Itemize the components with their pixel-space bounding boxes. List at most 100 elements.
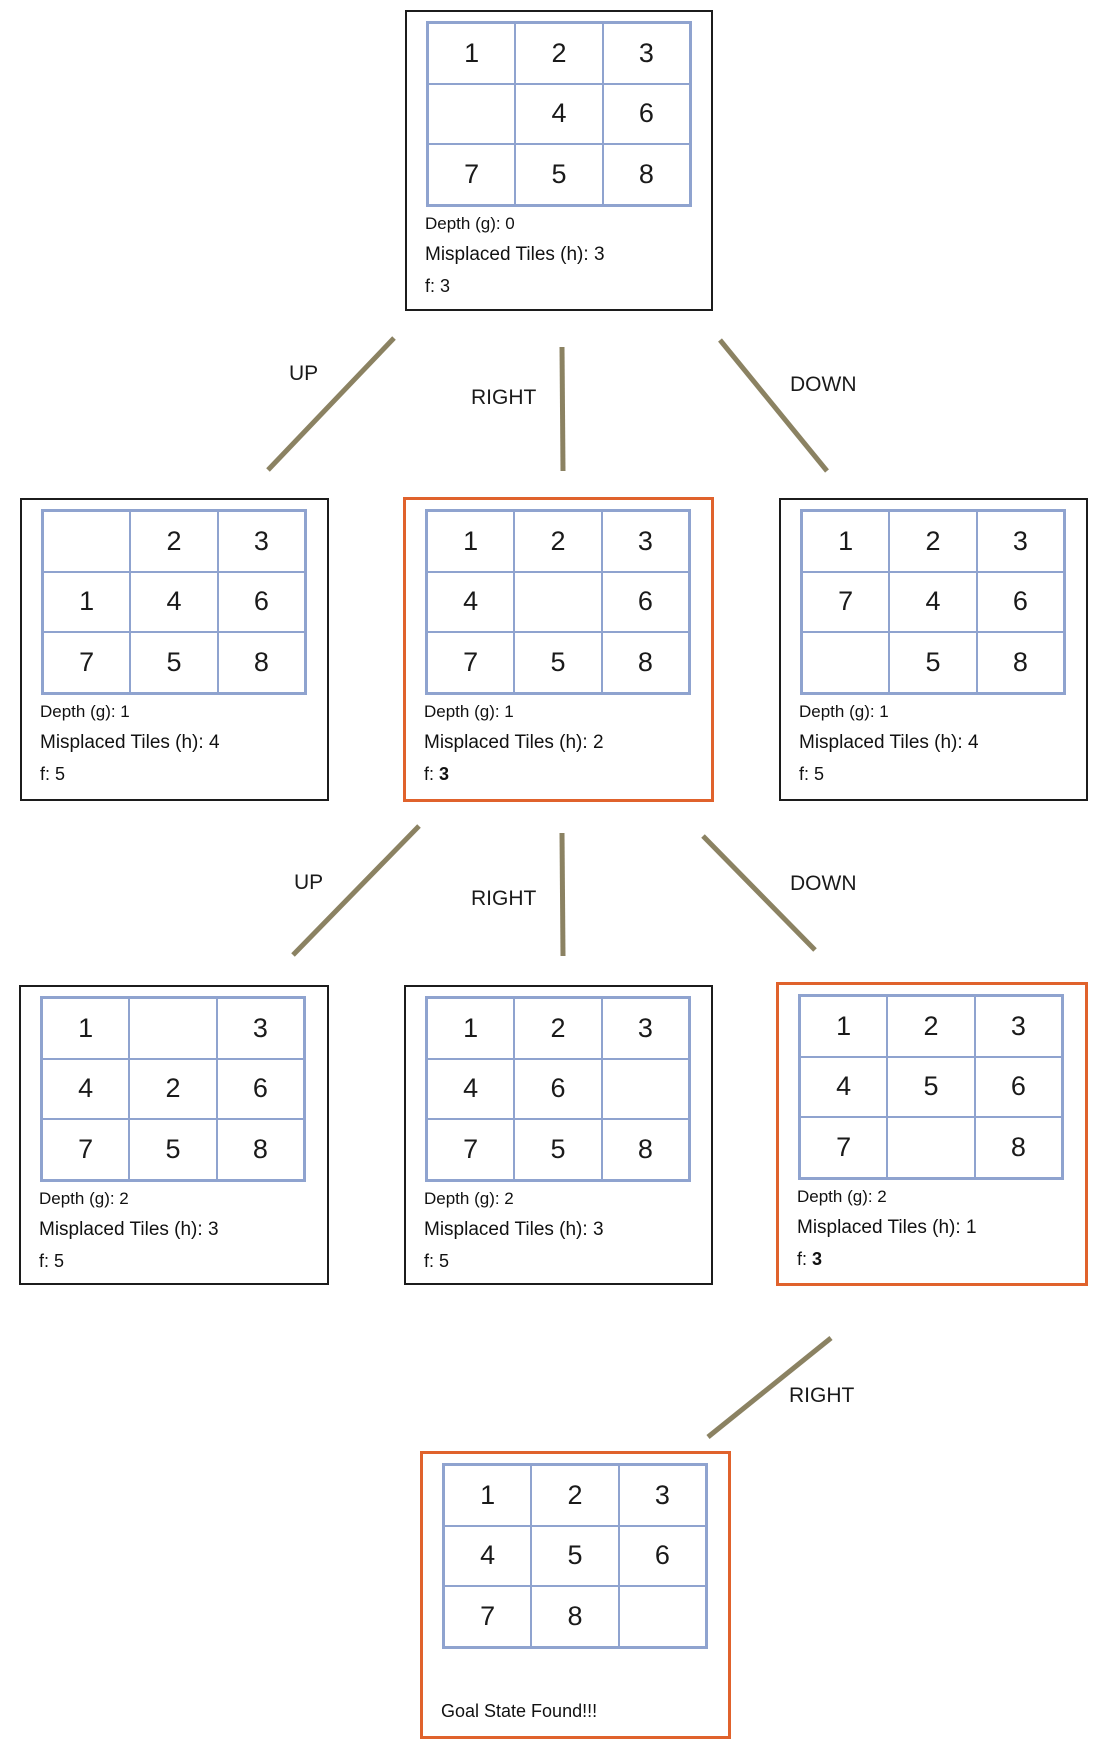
f-score-value: 3	[440, 276, 451, 296]
tile: 8	[601, 1119, 689, 1180]
tile: 7	[43, 632, 131, 693]
tile: 1	[427, 511, 515, 572]
tile: 4	[130, 571, 218, 633]
tile: 1	[800, 996, 888, 1057]
misplaced-tiles-label: Misplaced Tiles (h): 3	[425, 244, 605, 265]
f-score-prefix: f:	[425, 276, 441, 296]
f-score-value: 5	[54, 1251, 65, 1271]
tile: 5	[514, 1119, 602, 1180]
f-score: f: 3	[797, 1249, 1079, 1269]
tile: 6	[601, 571, 689, 633]
tile: 1	[444, 1465, 532, 1526]
move-label-up: UP	[294, 871, 324, 894]
tile: 8	[216, 1119, 304, 1180]
tile: 2	[130, 511, 218, 572]
tile: 2	[531, 1465, 619, 1526]
f-score-value: 5	[814, 764, 825, 784]
f-score: f: 5	[39, 1251, 321, 1271]
tile: 6	[618, 1525, 706, 1587]
tile: 4	[427, 571, 515, 633]
depth-label: Depth (g): 1	[40, 702, 130, 721]
tile: 3	[601, 511, 689, 572]
tile: 2	[515, 23, 603, 84]
tile: 3	[976, 511, 1064, 572]
node-info: Depth (g): 0 Misplaced Tiles (h): 3 f: 3	[425, 212, 705, 296]
blank-tile	[514, 571, 602, 633]
tile: 6	[514, 1058, 602, 1120]
depth-label: Depth (g): 2	[39, 1189, 129, 1208]
tile: 3	[601, 998, 689, 1059]
f-score-prefix: f:	[424, 1251, 440, 1271]
tile: 4	[427, 1058, 515, 1120]
tile: 1	[428, 23, 516, 84]
f-score-value: 3	[812, 1249, 823, 1269]
tile: 5	[129, 1119, 217, 1180]
edge-root-down	[718, 338, 829, 473]
tile: 7	[42, 1119, 130, 1180]
misplaced-tiles-label: Misplaced Tiles (h): 1	[797, 1217, 977, 1238]
tile: 8	[601, 632, 689, 693]
tile: 4	[42, 1058, 130, 1120]
tile: 2	[887, 996, 975, 1057]
tile: 2	[514, 511, 602, 572]
f-score-value: 3	[439, 764, 450, 784]
depth-label: Depth (g): 2	[797, 1187, 887, 1206]
f-score: f: 3	[425, 276, 705, 296]
tile: 7	[800, 1117, 888, 1178]
tile: 5	[887, 1056, 975, 1118]
tile: 4	[800, 1056, 888, 1118]
f-score: f: 3	[424, 764, 705, 784]
f-score-value: 5	[55, 764, 66, 784]
f-score-prefix: f:	[799, 764, 815, 784]
depth-label: Depth (g): 1	[799, 702, 889, 721]
edge-right-right	[559, 832, 566, 957]
tile: 5	[515, 144, 603, 205]
tile: 5	[531, 1525, 619, 1587]
edge-right-down	[701, 834, 817, 952]
move-label-up: UP	[289, 362, 319, 385]
tile: 3	[618, 1465, 706, 1526]
f-score: f: 5	[799, 764, 1080, 784]
f-score: f: 5	[40, 764, 321, 784]
move-label-right: RIGHT	[471, 887, 537, 910]
depth-label: Depth (g): 0	[425, 214, 515, 233]
tile: 6	[216, 1058, 304, 1120]
blank-tile	[428, 83, 516, 145]
tile: 2	[129, 1058, 217, 1120]
tile: 6	[217, 571, 305, 633]
depth-label: Depth (g): 2	[424, 1189, 514, 1208]
misplaced-tiles-label: Misplaced Tiles (h): 4	[40, 732, 220, 753]
blank-tile	[802, 632, 890, 693]
f-score-prefix: f:	[40, 764, 56, 784]
edge-root-up	[266, 336, 396, 472]
edge-down-right	[706, 1336, 833, 1439]
blank-tile	[601, 1058, 689, 1120]
move-label-down: DOWN	[790, 373, 857, 396]
node-info: Depth (g): 2 Misplaced Tiles (h): 1 f: 3	[797, 1185, 1079, 1269]
move-label-down: DOWN	[790, 872, 857, 895]
tile: 6	[976, 571, 1064, 633]
tile: 8	[217, 632, 305, 693]
f-score-prefix: f:	[424, 764, 440, 784]
tile: 4	[515, 83, 603, 145]
misplaced-tiles-label: Misplaced Tiles (h): 3	[39, 1219, 219, 1240]
tile: 4	[444, 1525, 532, 1587]
tile: 1	[43, 571, 131, 633]
tile: 8	[976, 632, 1064, 693]
tile: 1	[427, 998, 515, 1059]
tile: 6	[974, 1056, 1062, 1118]
edge-root-right	[559, 346, 566, 472]
tile: 6	[602, 83, 690, 145]
